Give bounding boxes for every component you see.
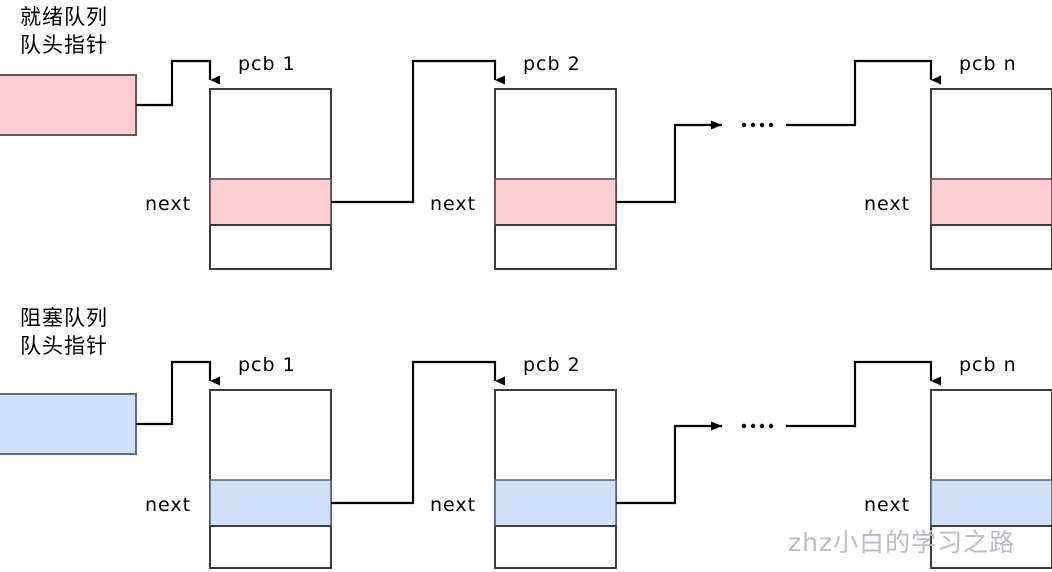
blocked-pcb-n-title: pcb n	[959, 354, 1017, 376]
ready-pcb-2-node	[494, 88, 617, 270]
blocked-pcb-2-next-label: next	[430, 494, 476, 516]
ready-pcb-1-node	[209, 88, 332, 270]
blocked-pcb-2-node	[494, 389, 617, 569]
ready-pcb-n-next-band	[930, 178, 1052, 226]
blocked-queue-head-pointer-box	[0, 393, 137, 455]
blocked-pcb-n-node	[930, 389, 1052, 569]
ready-pcb-2-next-band	[494, 178, 617, 226]
ready-queue-head-label-line2: 队头指针	[20, 33, 108, 57]
blocked-pcb-1-next-band	[209, 479, 332, 527]
ready-queue-head-label-line1: 就绪队列	[20, 5, 108, 29]
blocked-pcb-2-title: pcb 2	[523, 354, 581, 376]
blocked-pcb-2-box	[494, 389, 617, 569]
blocked-pcb-1-next-label: next	[145, 494, 191, 516]
link-blocked-head-to-pcb1	[136, 360, 220, 426]
blocked-queue-head-label-line2: 队头指针	[20, 334, 108, 358]
blocked-pcb-n-next-label: next	[864, 494, 910, 516]
ready-pcb-2-next-label: next	[430, 193, 476, 215]
blocked-pcb-1-node	[209, 389, 332, 569]
blocked-pcb-2-next-band	[494, 479, 617, 527]
ready-pcb-1-next-label: next	[145, 193, 191, 215]
link-ready-pcb1-to-pcb2	[331, 59, 505, 204]
link-blocked-pcb2-to-ellipsis	[616, 421, 722, 505]
ready-pcb-1-next-band	[209, 178, 332, 226]
link-blocked-pcb1-to-pcb2	[331, 360, 505, 505]
ready-pcb-n-node	[930, 88, 1052, 270]
watermark-text: zhz小白的学习之路	[788, 528, 1016, 557]
blocked-pcb-1-title: pcb 1	[238, 354, 296, 376]
blocked-queue-ellipsis	[741, 423, 774, 429]
link-ready-head-to-pcb1	[136, 59, 220, 107]
link-ready-ellipsis-to-pcbn	[786, 59, 941, 127]
blocked-queue-head-label-line1: 阻塞队列	[20, 306, 108, 330]
ready-pcb-n-title: pcb n	[959, 53, 1017, 75]
link-blocked-ellipsis-to-pcbn	[786, 360, 941, 428]
ready-queue-head-pointer-box	[0, 74, 137, 136]
ready-pcb-n-next-label: next	[864, 193, 910, 215]
ready-pcb-2-title: pcb 2	[523, 53, 581, 75]
ready-pcb-1-title: pcb 1	[238, 53, 296, 75]
link-ready-pcb2-to-ellipsis	[616, 120, 722, 204]
blocked-pcb-1-box	[209, 389, 332, 569]
blocked-pcb-n-box	[930, 389, 1052, 569]
blocked-pcb-n-next-band	[930, 479, 1052, 527]
ready-queue-ellipsis	[741, 122, 774, 128]
